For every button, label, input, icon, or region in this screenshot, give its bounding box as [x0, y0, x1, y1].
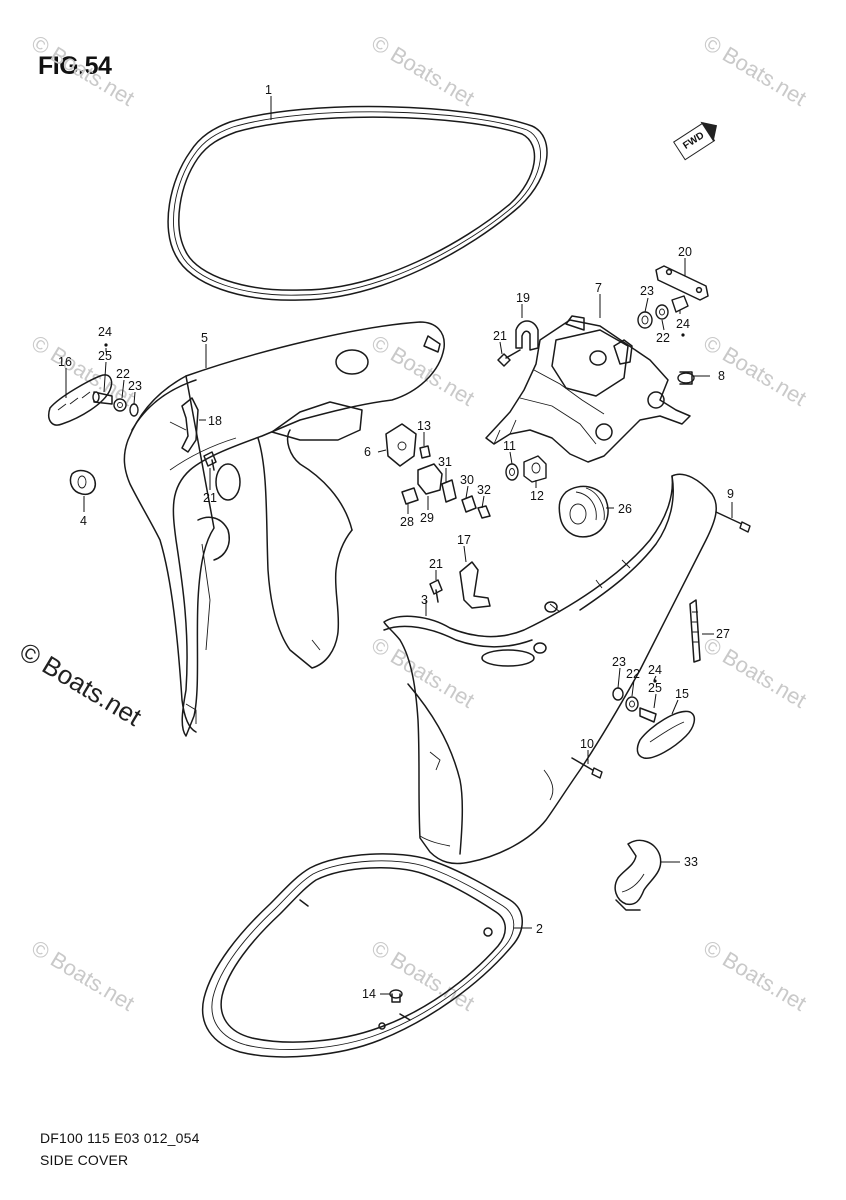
callout-33: 33 [684, 855, 698, 869]
callout-28: 28 [400, 515, 414, 529]
callout-21: 21 [493, 329, 507, 343]
callout-20: 20 [678, 245, 692, 259]
callout-10: 10 [580, 737, 594, 751]
callout-1: 1 [265, 83, 272, 97]
callout-21: 21 [429, 557, 443, 571]
fasteners-left [92, 391, 139, 417]
callout-numbers: 1 2 3 4 5 6 7 8 9 10 11 12 13 14 15 16 1… [58, 83, 734, 1001]
part-16-lever [48, 374, 113, 426]
callout-24: 24 [676, 317, 690, 331]
leader-lines [65, 96, 733, 995]
callout-22: 22 [656, 331, 670, 345]
callout-14: 14 [362, 987, 376, 1001]
callout-25: 25 [648, 681, 662, 695]
callout-12: 12 [530, 489, 544, 503]
callout-9: 9 [727, 487, 734, 501]
footer-model-code: DF100 115 E03 012_054 [40, 1130, 200, 1146]
part-14-stud [389, 989, 403, 1003]
callout-23: 23 [612, 655, 626, 669]
callout-2: 2 [536, 922, 543, 936]
callout-21: 21 [203, 491, 217, 505]
part-33-clip [614, 839, 662, 911]
callout-11: 11 [503, 439, 516, 453]
footer-section-name: SIDE COVER [40, 1152, 129, 1168]
callout-18: 18 [208, 414, 222, 428]
callout-30: 30 [460, 473, 474, 487]
part-5-left-side-cover [123, 321, 445, 737]
parts-11-12-washers [505, 455, 547, 483]
part-10-bolt [571, 757, 603, 779]
part-21-bolt-lower [429, 579, 443, 603]
parts-28-32-connectors [401, 463, 491, 519]
callout-15: 15 [675, 687, 689, 701]
callout-16: 16 [58, 355, 72, 369]
part-18-hook [169, 397, 199, 453]
reference-dots [104, 333, 685, 683]
part-20-plate [655, 265, 709, 301]
part-15-lever [636, 710, 696, 759]
part-21-bolt-left [203, 451, 217, 471]
callout-17: 17 [457, 533, 471, 547]
part-2-lower-seal [201, 853, 523, 1058]
callout-22: 22 [626, 667, 640, 681]
callout-23: 23 [640, 284, 654, 298]
part-13-clip [419, 445, 431, 459]
callout-24: 24 [648, 663, 662, 677]
figure-title: FIG.54 [38, 52, 112, 80]
part-21-bolt-upper [497, 349, 521, 367]
callout-19: 19 [516, 291, 530, 305]
callout-4: 4 [80, 514, 87, 528]
callout-25: 25 [98, 349, 112, 363]
part-9-bolt [715, 511, 751, 533]
callout-32: 32 [477, 483, 491, 497]
callout-3: 3 [421, 593, 428, 607]
callout-26: 26 [618, 502, 632, 516]
part-26-grommet [558, 485, 609, 538]
part-7-bracket [485, 315, 691, 463]
part-6-bracket [385, 423, 417, 467]
callout-31: 31 [438, 455, 452, 469]
callout-6: 6 [364, 445, 371, 459]
callout-23: 23 [128, 379, 142, 393]
part-27-tie-strap [689, 599, 701, 663]
callout-5: 5 [201, 331, 208, 345]
callout-27: 27 [716, 627, 730, 641]
callout-22: 22 [116, 367, 130, 381]
callout-7: 7 [595, 281, 602, 295]
part-1-seal-ring [167, 105, 548, 301]
callout-24: 24 [98, 325, 112, 339]
part-3-right-side-cover [383, 473, 718, 865]
part-8-bolt [677, 371, 695, 385]
callout-29: 29 [420, 511, 434, 525]
part-17-bracket [459, 561, 491, 609]
part-19-clip [515, 320, 539, 351]
callout-8: 8 [718, 369, 725, 383]
callout-13: 13 [417, 419, 431, 433]
part-4-grommet [69, 469, 96, 496]
